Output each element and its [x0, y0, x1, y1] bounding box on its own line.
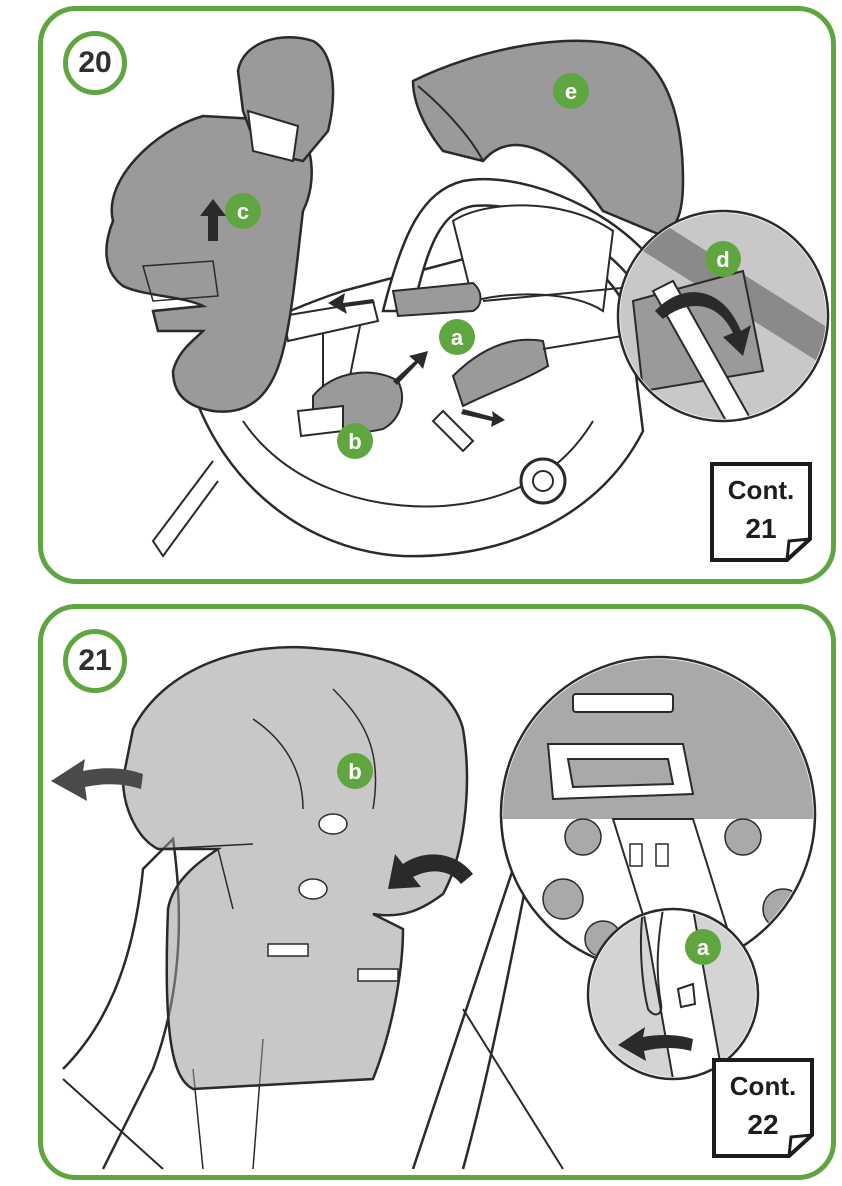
svg-text:c: c	[237, 199, 249, 224]
arrow-left-icon	[51, 759, 143, 801]
continue-to-22-badge: Cont. 22	[711, 1057, 815, 1159]
step-21-panel: 21	[38, 604, 836, 1180]
harness-pad-upper	[391, 281, 482, 318]
step-21-illustration: b a	[51, 645, 817, 1170]
curved-arrow-icon	[388, 854, 473, 889]
curved-arrow-icon	[655, 292, 751, 356]
callout-d: d	[705, 241, 741, 277]
svg-text:b: b	[348, 759, 361, 784]
page-curl-icon	[712, 1058, 814, 1158]
canopy	[411, 39, 685, 238]
step-20-illustration: a b c d e	[105, 36, 830, 558]
continue-to-21-badge: Cont. 21	[709, 461, 813, 563]
arrow-left-icon	[618, 1027, 693, 1061]
cont-label: Cont.	[729, 1071, 797, 1101]
arrow-right-icon	[328, 293, 375, 314]
arrow-up-icon	[200, 199, 226, 241]
page-curl-icon	[710, 462, 812, 562]
step-number-20: 20	[63, 31, 127, 95]
cont-label: Cont.	[727, 475, 795, 505]
step-number-21: 21	[63, 629, 127, 693]
callout-a: a	[685, 929, 721, 965]
svg-text:d: d	[716, 247, 729, 272]
svg-text:b: b	[348, 429, 361, 454]
arrow-up-right-icon	[393, 351, 428, 385]
cont-step-number: 22	[747, 1109, 779, 1140]
svg-text:a: a	[451, 325, 464, 350]
step-20-panel: 20	[38, 6, 836, 584]
arrow-down-right-icon	[461, 409, 505, 427]
svg-text:e: e	[565, 79, 577, 104]
callout-b: b	[337, 753, 373, 789]
callout-e: e	[553, 73, 589, 109]
harness-pad-lower	[451, 338, 550, 408]
cont-step-number: 21	[745, 513, 777, 544]
svg-text:a: a	[697, 935, 710, 960]
seat-frame	[62, 836, 181, 1170]
callout-b: b	[337, 423, 373, 459]
callout-a: a	[439, 319, 475, 355]
callout-c: c	[225, 193, 261, 229]
